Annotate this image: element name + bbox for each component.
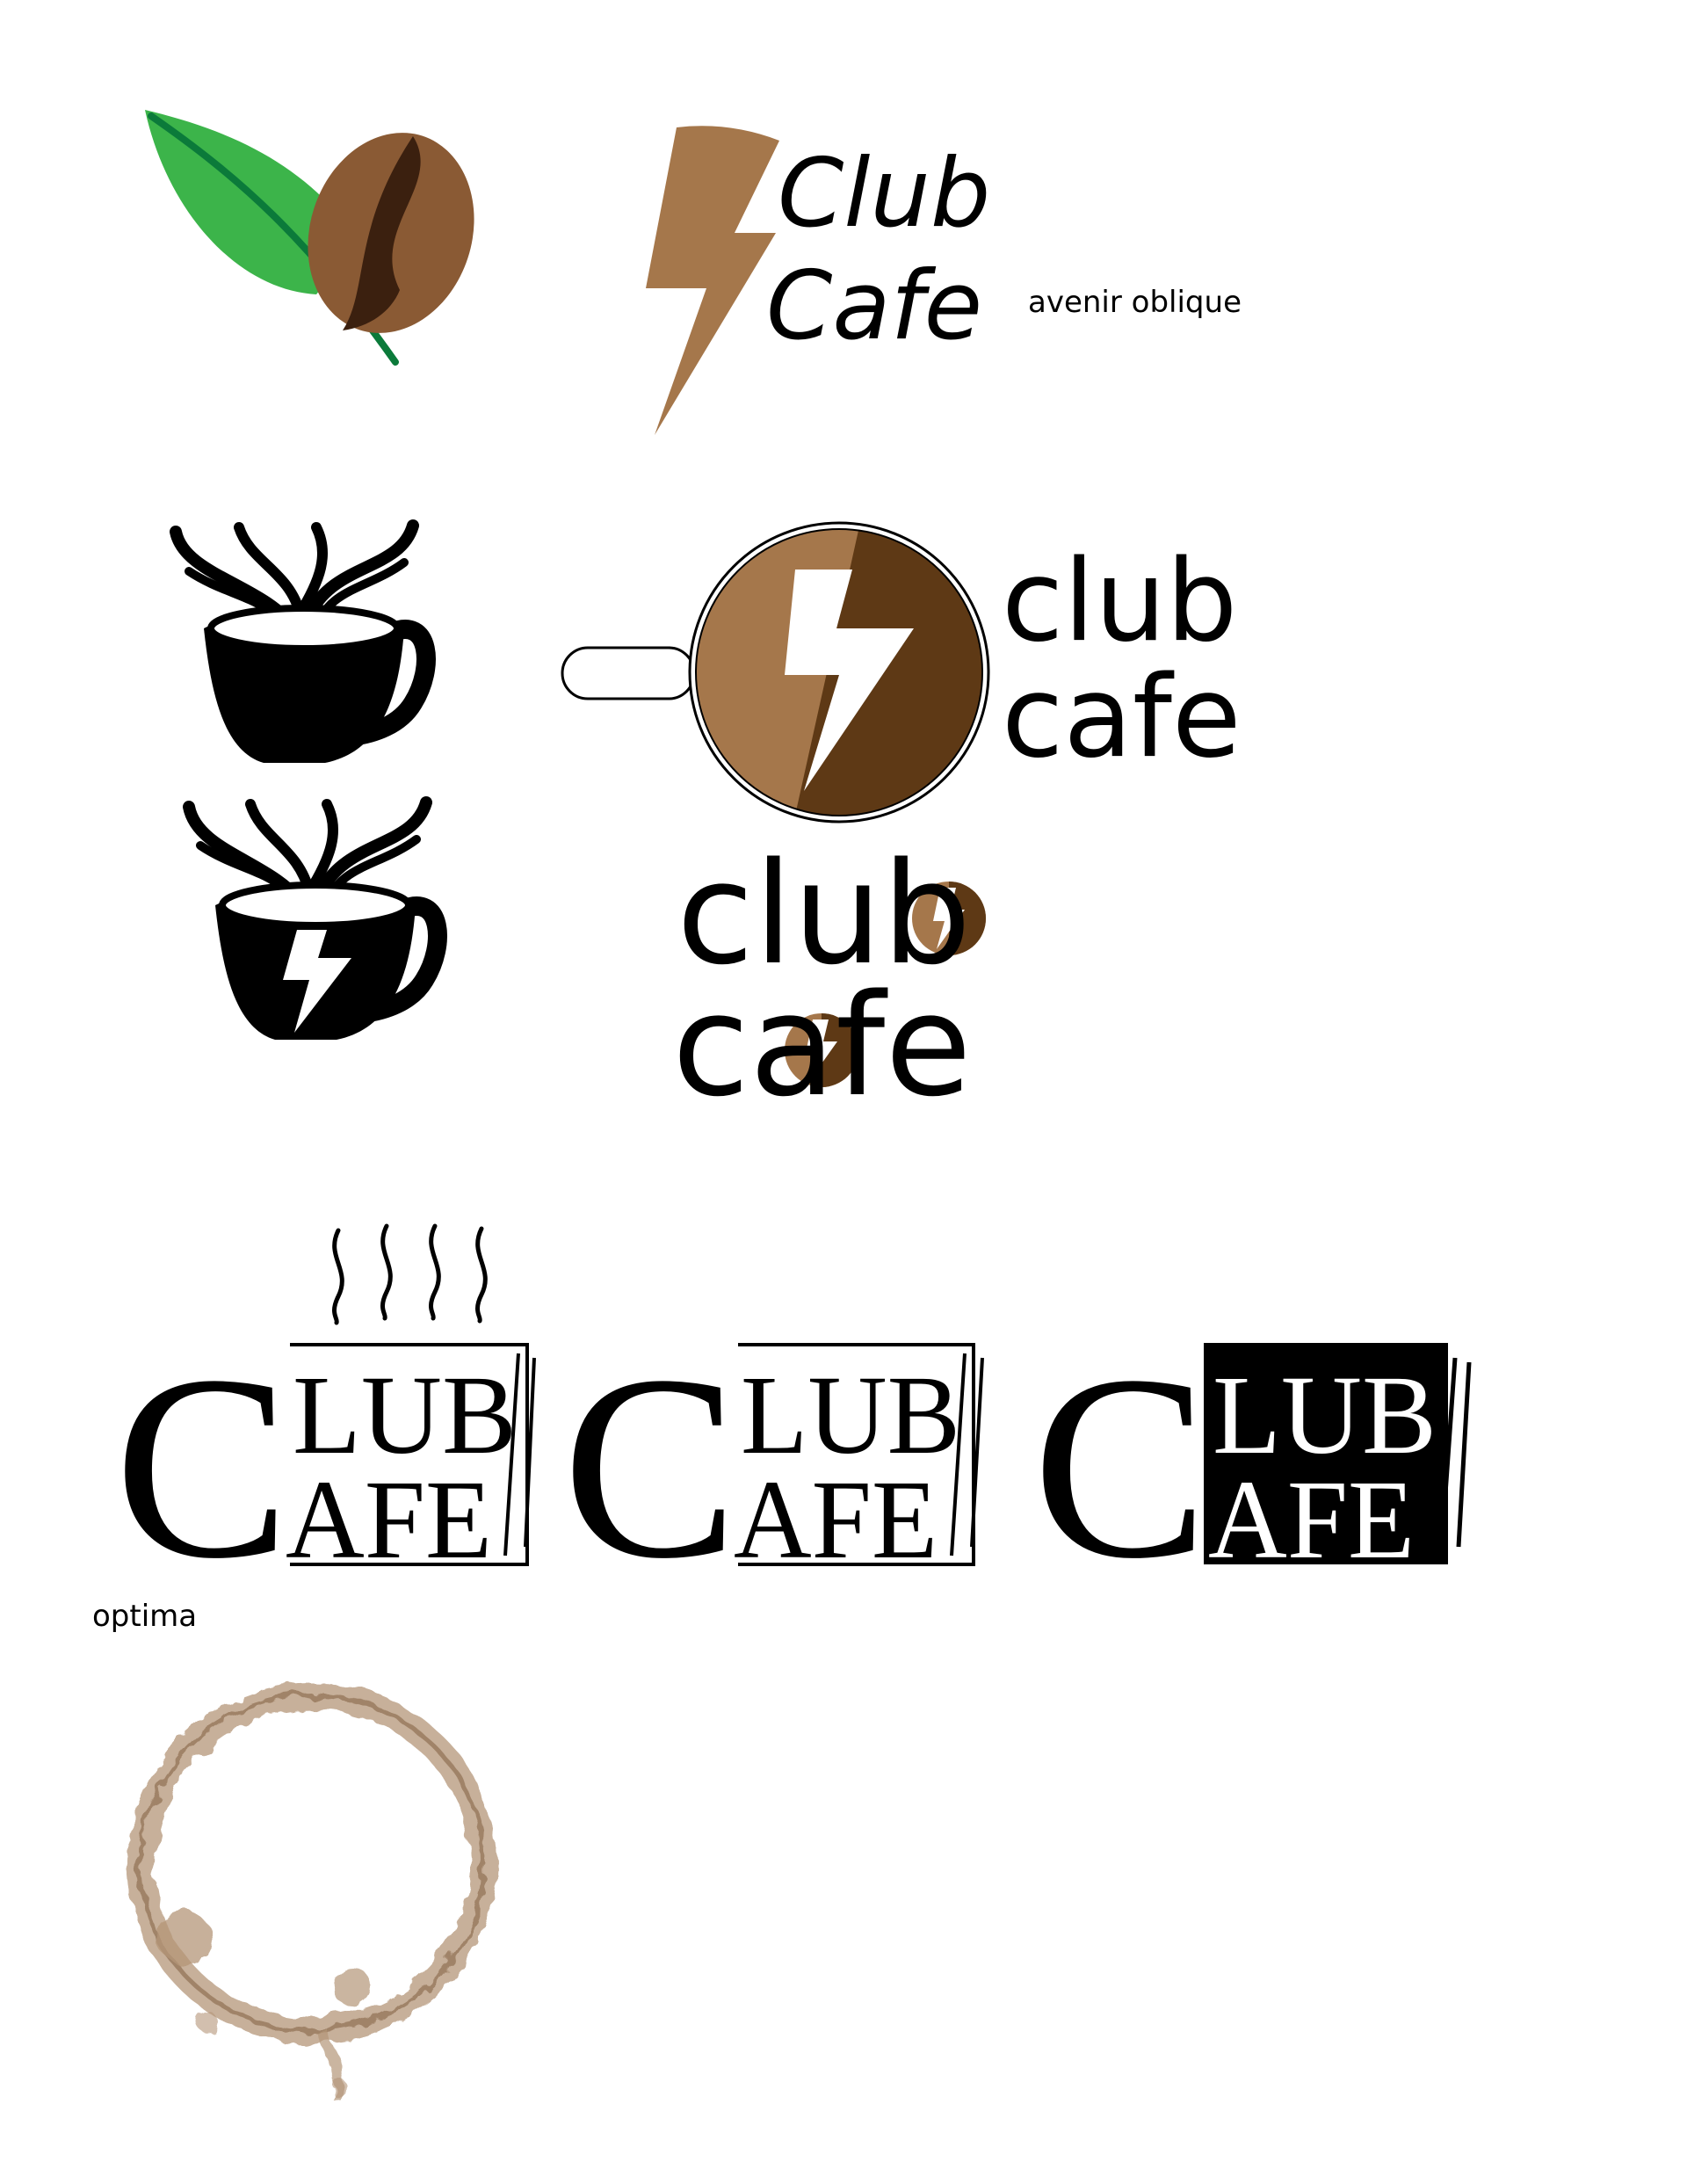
logo-oblique-line1: Club [778, 139, 990, 249]
logo-optima-variant-1: C LUB AFE [114, 1321, 536, 1613]
font-note-avenir: avenir oblique [1028, 285, 1242, 320]
logo-oblique: Club Cafe avenir oblique [646, 126, 1242, 435]
font-note-optima: optima [92, 1599, 197, 1634]
cup-frame [738, 1343, 975, 1566]
coffee-stain-ring [127, 1683, 496, 2101]
logo-optima-variant-3: C LUB AFE [1032, 1321, 1472, 1613]
cup-rim [207, 605, 401, 652]
lightning-bolt-icon [785, 570, 914, 791]
optima-line2: AFE [1208, 1457, 1415, 1582]
logo-bolt-line2: cafe [672, 963, 972, 1128]
optima-big-c: C [562, 1321, 738, 1613]
lightning-bolt-icon [806, 1019, 837, 1081]
lightning-bolt-icon [933, 888, 965, 949]
optima-big-c: C [114, 1321, 290, 1613]
logo-bolt-letters: club cafe [672, 831, 986, 1128]
logo-round-cup: club cafe [561, 521, 1242, 824]
lightning-bolt-icon [283, 930, 351, 1033]
cup-handle [353, 896, 447, 1023]
logo-bolt-line1: club [677, 831, 971, 996]
logo-round-line1: club [1002, 536, 1237, 667]
optima-line1: LUB [741, 1353, 960, 1477]
steaming-cup-icon [170, 519, 436, 763]
cup-body [204, 612, 404, 763]
optima-line1: LUB [1213, 1353, 1437, 1477]
cup-handle-outline [561, 646, 696, 700]
leaf-bean-icon [145, 110, 474, 366]
lightning-bolt-icon [646, 126, 779, 435]
black-box [1204, 1343, 1448, 1564]
cup-rim [219, 882, 412, 929]
optima-big-c: C [1032, 1321, 1208, 1613]
optima-line2: AFE [286, 1457, 492, 1582]
optima-line2: AFE [734, 1457, 938, 1582]
bean-crease [343, 136, 421, 330]
cup-handle [342, 620, 436, 746]
logo-round-line2: cafe [1002, 652, 1242, 783]
cup-frame [290, 1343, 529, 1566]
bolt-cup-icon [183, 796, 447, 1040]
steam-lines [332, 1223, 488, 1325]
logo-optima-variant-2: C LUB AFE [562, 1321, 984, 1613]
optima-line1: LUB [293, 1353, 517, 1477]
logo-oblique-line2: Cafe [766, 251, 982, 361]
